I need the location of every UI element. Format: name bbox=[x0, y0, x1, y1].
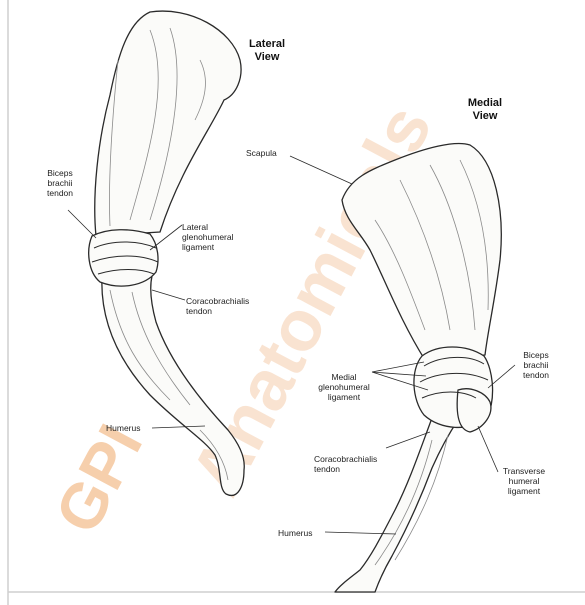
label-lateral-humerus: Humerus bbox=[106, 423, 156, 433]
label-lateral-biceps-brachii-tendon: Biceps brachii tendon bbox=[38, 168, 82, 198]
medial-scapula bbox=[342, 143, 501, 360]
label-lateral-glenohumeral-ligament: Lateral glenohumeral ligament bbox=[182, 222, 252, 252]
lateral-view-title: Lateral View bbox=[246, 38, 288, 64]
label-medial-coracobrachialis-tendon: Coracobrachialis tendon bbox=[314, 454, 394, 474]
lateral-scapula bbox=[95, 11, 241, 236]
label-lateral-coracobrachialis-tendon: Coracobrachialis tendon bbox=[186, 296, 276, 316]
label-medial-biceps-brachii-tendon: Biceps brachii tendon bbox=[514, 350, 558, 380]
label-scapula: Scapula bbox=[246, 148, 294, 158]
medial-view-title: Medial View bbox=[464, 97, 506, 123]
label-medial-humerus: Humerus bbox=[278, 528, 328, 538]
label-transverse-humeral-ligament: Transverse humeral ligament bbox=[498, 466, 550, 496]
label-medial-glenohumeral-ligament: Medial glenohumeral ligament bbox=[314, 372, 374, 402]
lateral-joint-capsule bbox=[89, 230, 158, 286]
medial-bone bbox=[335, 143, 501, 592]
